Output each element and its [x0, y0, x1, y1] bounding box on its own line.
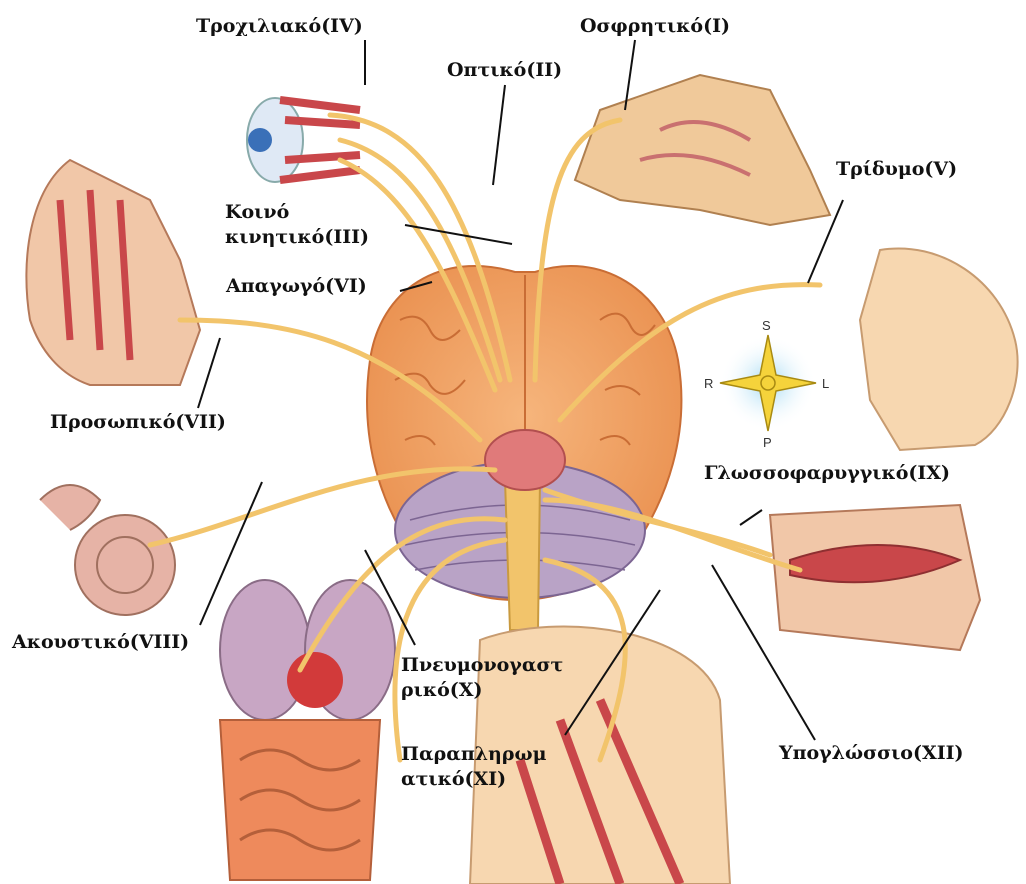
- brainstem: [505, 480, 540, 630]
- label-glossopharyngeal: Γλωσσοφαρυγγικό(ΙΧ): [704, 461, 950, 485]
- label-optic: Οπτικό(ΙΙ): [447, 58, 562, 82]
- tongue-section: [770, 505, 980, 650]
- label-trigeminal: Τρίδυμο(V): [836, 157, 957, 181]
- label-vagus-line2: ρικό(Χ): [401, 678, 482, 702]
- label-olfactory: Οσφρητικό(Ι): [580, 14, 730, 38]
- thoracic-abdominal-organs: [220, 580, 395, 880]
- label-trochlear: Τροχιλιακό(IV): [196, 14, 363, 38]
- label-vestibulocochlear: Ακουστικό(VIII): [12, 630, 189, 654]
- face-right: [860, 248, 1018, 450]
- compass-label-right: L: [822, 376, 829, 391]
- label-abducens: Απαγωγό(VI): [226, 274, 367, 298]
- brain: [367, 266, 681, 630]
- label-oculomotor-line1: Κοινό: [225, 200, 289, 224]
- label-hypoglossal: Υπογλώσσιο(XII): [779, 741, 963, 765]
- compass-label-bottom: P: [763, 435, 772, 450]
- label-accessory-line2: ατικό(XI): [401, 767, 506, 791]
- label-facial: Προσωπικό(VII): [50, 410, 226, 434]
- inner-ear: [40, 485, 175, 615]
- label-oculomotor-line2: κινητικό(ΙΙΙ): [225, 225, 369, 249]
- compass-rose: S P R L: [704, 318, 829, 450]
- label-accessory-line1: Παραπληρωμ: [401, 742, 547, 766]
- compass-label-top: S: [762, 318, 771, 333]
- nasal-cavity: [575, 75, 830, 225]
- label-vagus-line1: Πνευμονογαστ: [401, 653, 563, 677]
- pons: [485, 430, 565, 490]
- face-left: [26, 160, 200, 385]
- compass-label-left: R: [704, 376, 713, 391]
